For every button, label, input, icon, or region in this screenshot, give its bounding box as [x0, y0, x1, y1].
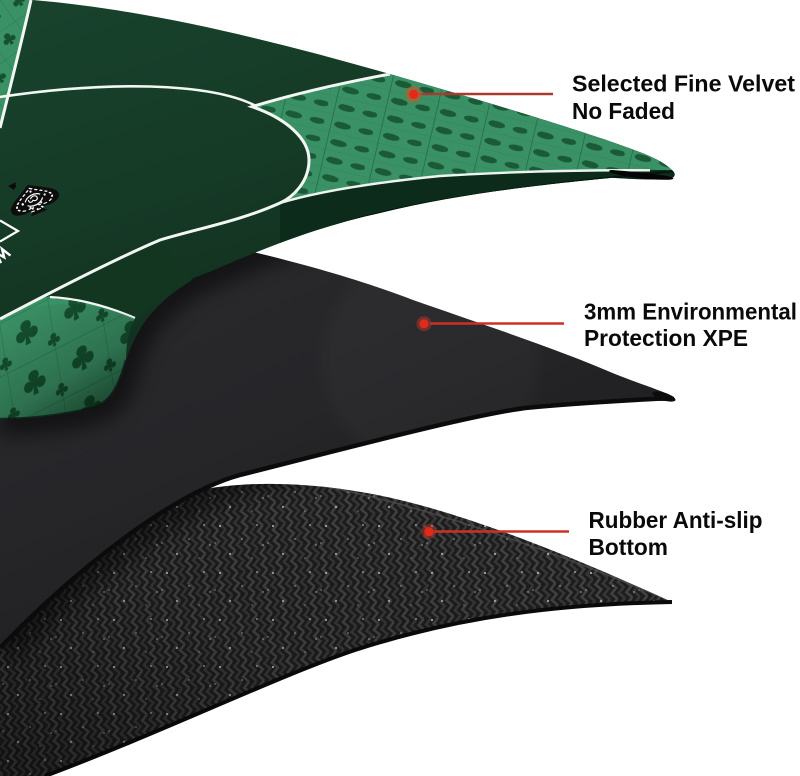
svg-text:No Faded: No Faded — [572, 98, 675, 124]
svg-text:Selected Fine Velvet: Selected Fine Velvet — [572, 71, 795, 97]
svg-text:Protection XPE: Protection XPE — [584, 325, 748, 351]
svg-text:Rubber Anti-slip: Rubber Anti-slip — [589, 507, 763, 533]
svg-text:Bottom: Bottom — [589, 534, 669, 560]
svg-text:3mm Environmental: 3mm Environmental — [584, 299, 797, 325]
